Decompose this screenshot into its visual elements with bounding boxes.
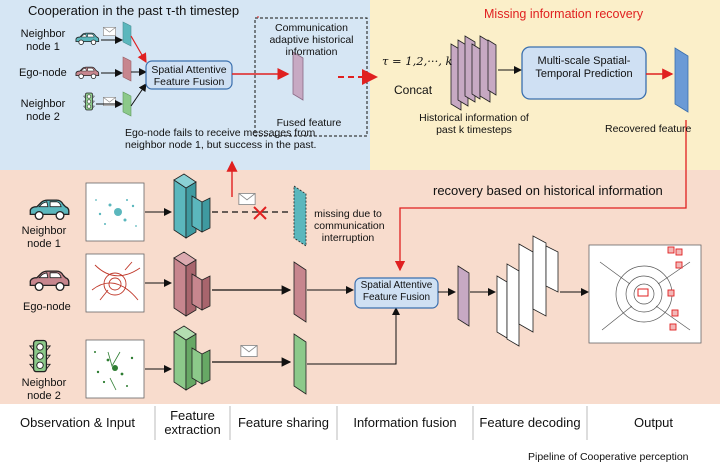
stage-extraction: Feature extraction — [164, 407, 221, 437]
stage-sharing: Feature sharing — [237, 414, 330, 430]
top-node-neighbor-2: Neighbor node 2 — [20, 98, 66, 123]
cross-icon — [253, 206, 267, 220]
extractor-green — [173, 325, 211, 391]
top-node-neighbor-1: Neighbor node 1 — [20, 28, 66, 53]
history-label: Historical information of past k timeste… — [419, 112, 529, 137]
traffic-light-icon — [83, 92, 95, 111]
top-node-ego: Ego-node — [19, 67, 67, 79]
envelope-icon — [238, 193, 256, 205]
saff-label-top: Spatial Attentive Feature Fusion — [151, 64, 227, 89]
saff-box-bottom — [354, 277, 439, 309]
msstp-box — [521, 46, 647, 100]
saff-label-bottom: Spatial Attentive Feature Fusion — [360, 280, 433, 303]
tau-label: τ = 1,2,···, k — [382, 54, 453, 68]
comm-box-title: Communication adaptive historical inform… — [269, 22, 354, 59]
recovered-feature-map — [674, 47, 689, 113]
small-feature-teal — [122, 21, 132, 47]
output-detection — [588, 244, 702, 344]
envelope-icon — [103, 27, 116, 36]
shared-feature-green — [293, 333, 307, 395]
stage-observation: Observation & Input — [20, 414, 135, 430]
decoder-stack — [496, 235, 559, 347]
fail-note: Ego-node fails to receive messages from … — [125, 127, 317, 152]
concat-label: Concat — [394, 83, 433, 97]
small-feature-rose — [122, 56, 132, 82]
extractor-teal — [173, 173, 211, 239]
extractor-rose — [173, 251, 211, 317]
bottom-node-ego: Ego-node — [23, 301, 71, 313]
fused-feature-map — [292, 51, 304, 101]
bottom-node-neighbor-1: Neighbor node 1 — [21, 225, 67, 250]
envelope-icon — [240, 345, 258, 357]
pointcloud-green — [85, 339, 145, 399]
shared-feature-rose — [293, 261, 307, 323]
msstp-label: Multi-scale Spatial-Temporal Prediction — [535, 55, 633, 80]
missing-title: Missing information recovery — [484, 7, 644, 21]
fused-feature-label: Fused feature — [276, 117, 342, 129]
pointcloud-teal — [85, 182, 145, 242]
shared-feature-teal — [293, 185, 307, 247]
stage-fusion: Information fusion — [353, 414, 457, 430]
cooperation-title: Cooperation in the past τ-th timestep — [28, 3, 240, 18]
recovery-title: recovery based on historical information — [433, 183, 663, 198]
caption: Pipeline of Cooperative perception — [528, 451, 689, 463]
recovered-label: Recovered feature — [605, 123, 692, 135]
missing-note: missing due to communication interruptio… — [314, 208, 385, 245]
stage-output: Output — [633, 414, 674, 430]
small-feature-green — [122, 91, 132, 117]
history-stack — [450, 35, 497, 111]
bottom-node-neighbor-2: Neighbor node 2 — [21, 377, 67, 402]
stage-decoding: Feature decoding — [479, 414, 581, 430]
fusion-output-map — [457, 265, 470, 327]
pointcloud-rose — [85, 253, 145, 313]
saff-box-top — [145, 60, 233, 90]
